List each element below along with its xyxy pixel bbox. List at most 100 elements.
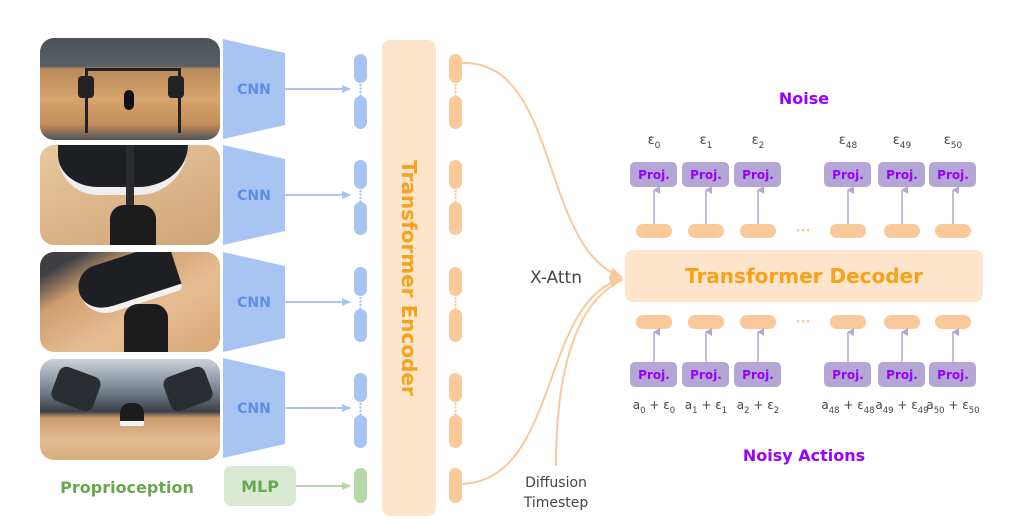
ellipsis-dot [359,296,362,300]
ellipsis-dot [359,300,362,303]
ellipsis-dot [359,196,362,200]
ellipsis-dot [454,94,457,97]
decoder-input-token [830,315,866,329]
ellipsis-dot [454,200,457,203]
proj-label: Proj. [832,168,864,182]
camera-image-right-wrist [40,252,220,352]
ellipsis-dot [454,193,457,196]
encoder-output-token [449,468,462,503]
ellipsis-dot [454,307,457,310]
noisy-action-label: a48 + ε48 [821,398,874,416]
proj-label: Proj. [937,368,969,382]
ellipsis-dot [454,87,457,90]
encoder-output-token [449,267,462,296]
decoder-output-token [830,224,866,238]
cnn-label: CNN [237,188,271,204]
cnn-encoder-block [223,145,285,245]
ellipsis-dot [359,307,362,310]
image-token [354,267,367,296]
proj-block-input [929,362,976,387]
decoder-input-token [884,315,920,329]
proj-label: Proj. [690,168,722,182]
transformer-decoder-block [625,250,983,302]
image-token [354,160,367,189]
mlp-label: MLP [241,477,279,496]
proj-label: Proj. [832,368,864,382]
ellipsis-dot [359,189,362,193]
mlp-block [224,466,296,506]
image-token [354,96,367,129]
proj-label: Proj. [638,168,670,182]
noisy-action-label: a1 + ε1 [685,398,727,416]
diffusion-label-line1: Diffusion [525,475,587,491]
proj-label: Proj. [742,168,774,182]
ellipsis-dot [359,402,362,406]
decoder-input-token [688,315,724,329]
decoder-output-token [884,224,920,238]
proprio-token [354,468,367,503]
noise-output-label: ε49 [893,133,912,151]
proj-label: Proj. [690,368,722,382]
camera-image-low-front [40,359,220,460]
cnn-label: CNN [237,295,271,311]
proj-block-output [929,162,976,187]
cnn-encoder-block [223,39,285,139]
decoder-output-token [935,224,971,238]
noise-output-label: ε2 [752,133,765,151]
proj-label: Proj. [742,368,774,382]
proj-block-output [824,162,871,187]
encoder-output-token [449,96,462,129]
noise-output-label: ε1 [700,133,713,151]
noisy-action-label: a49 + ε49 [875,398,928,416]
ellipsis-dot [359,200,362,203]
decoder-output-token [636,224,672,238]
proprioception-label: Proprioception [60,478,194,497]
proj-block-input [682,362,729,387]
proj-label: Proj. [937,168,969,182]
noisy-action-label: a50 + ε50 [926,398,979,416]
proj-label: Proj. [886,368,918,382]
noisy-action-label: a0 + ε0 [633,398,675,416]
proj-block-input [878,362,925,387]
cnn-encoder-block [223,252,285,352]
image-token [354,54,367,83]
camera-image-left-wrist [40,145,220,245]
ellipsis-dot [454,83,457,87]
noisy-action-label: a2 + ε2 [737,398,779,416]
proj-label: Proj. [638,368,670,382]
ellipsis-dot [454,406,457,409]
transformer-decoder-label: Transformer Decoder [685,264,923,288]
proj-block-output [878,162,925,187]
ellipsis-top: ··· [796,224,811,239]
proj-block-input [824,362,871,387]
image-token [354,309,367,342]
image-token [354,415,367,448]
ellipsis-dot [359,406,362,409]
ellipsis-dot [359,303,362,307]
proj-block-output [734,162,781,187]
ellipsis-dot [454,303,457,307]
proj-label: Proj. [886,168,918,182]
ellipsis-dot [359,87,362,90]
cnn-encoder-block [223,358,285,458]
encoder-output-token [449,309,462,342]
camera-image-overhead [40,38,220,140]
ellipsis-dot [454,196,457,200]
cnn-label: CNN [237,82,271,98]
ellipsis-dot [454,300,457,303]
ellipsis-dot [359,409,362,413]
decoder-input-token [636,315,672,329]
ellipsis-dot [454,189,457,193]
ellipsis-dot [359,193,362,196]
ellipsis-dot [454,402,457,406]
cnn-label: CNN [237,401,271,417]
ellipsis-dot [359,94,362,97]
ellipsis-dot [454,409,457,413]
image-token [354,373,367,402]
encoder-output-token [449,160,462,189]
noise-title: Noise [779,89,829,108]
noise-output-label: ε50 [944,133,963,151]
noisy-actions-title: Noisy Actions [743,446,865,465]
